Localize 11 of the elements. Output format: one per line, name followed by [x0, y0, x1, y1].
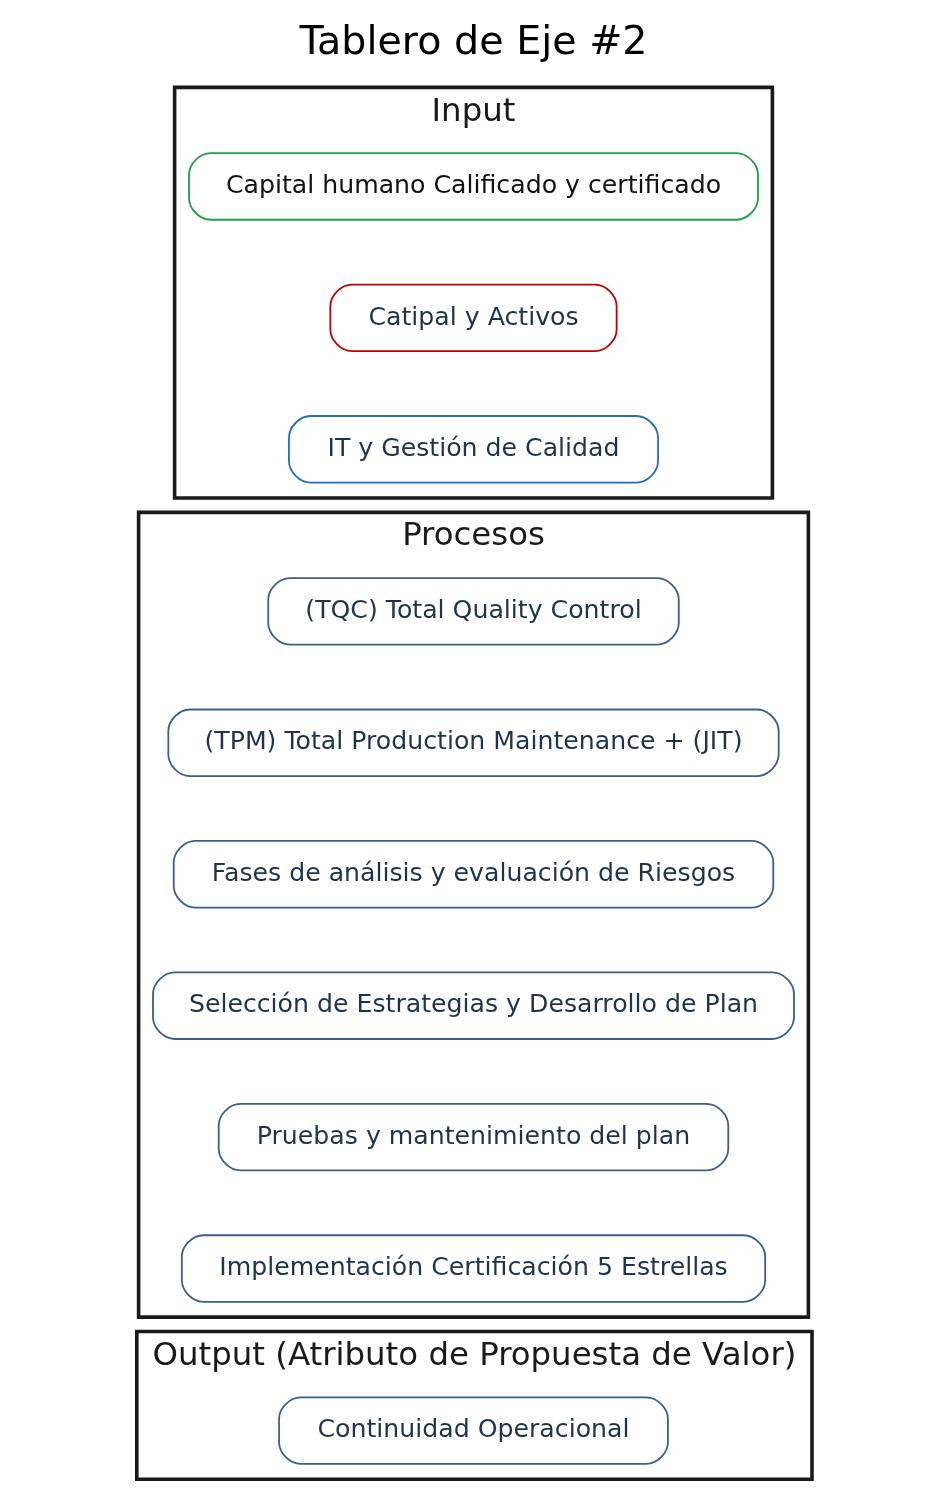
- node-box: Catipal y Activos: [328, 283, 618, 353]
- node-box: (TPM) Total Production Maintenance + (JIT): [166, 708, 780, 777]
- node-box: Capital humano Calificado y certificado: [187, 152, 759, 221]
- node-box: (TQC) Total Quality Control: [266, 577, 680, 646]
- diagram-title: Tablero de Eje #2: [298, 17, 648, 64]
- node-box: Continuidad Operacional: [277, 1396, 669, 1465]
- node-box: IT y Gestión de Calidad: [287, 415, 659, 484]
- node-box: Fases de análisis y evaluación de Riesgos: [172, 840, 774, 909]
- node-box: Pruebas y mantenimiento del plan: [217, 1102, 729, 1172]
- node-box: Implementación Certificación 5 Estrellas: [180, 1234, 766, 1303]
- node-box: Selección de Estrategias y Desarrollo de Plan: [151, 971, 795, 1040]
